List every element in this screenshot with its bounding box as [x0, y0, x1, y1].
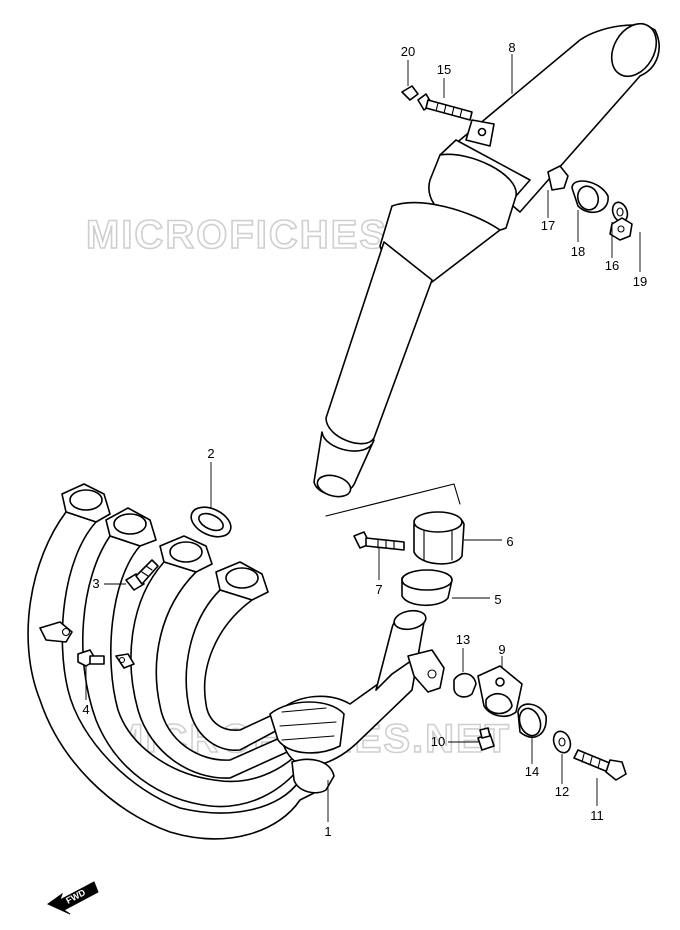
washer-part-12: [552, 730, 572, 754]
clamp-part-6: [413, 511, 465, 565]
exhaust-pipe-assembly: [27, 483, 445, 840]
label-part-11: 11: [590, 808, 604, 823]
label-part-17: 17: [541, 218, 555, 233]
muffler: [313, 22, 660, 517]
label-part-14: 14: [525, 764, 539, 779]
bracket-part-9: [477, 665, 523, 718]
cushion-part-14: [517, 703, 547, 738]
label-part-18: 18: [571, 244, 585, 259]
label-part-10: 10: [431, 734, 445, 749]
bolt-part-7: [353, 531, 405, 551]
label-part-1: 1: [324, 824, 331, 839]
label-part-3: 3: [92, 576, 99, 591]
rear-mount-hardware: [547, 165, 633, 241]
label-part-4: 4: [82, 702, 89, 717]
bolt-part-10: [477, 727, 495, 751]
label-part-19: 19: [633, 274, 647, 289]
gasket-part-2: [190, 506, 232, 538]
label-part-5: 5: [494, 592, 501, 607]
label-part-9: 9: [498, 642, 505, 657]
bolt-part-4: [77, 649, 105, 667]
collar-part-13: [453, 672, 477, 698]
fwd-arrow-icon: FWD: [47, 881, 99, 915]
label-part-16: 16: [605, 258, 619, 273]
bolt-part-11: [573, 749, 627, 781]
cap-part-20: [401, 85, 419, 101]
stud-part-3: [125, 559, 159, 591]
label-part-8: 8: [508, 40, 515, 55]
label-part-2: 2: [207, 446, 214, 461]
label-part-7: 7: [375, 582, 382, 597]
label-part-12: 12: [555, 784, 569, 799]
gasket-part-5: [401, 569, 453, 607]
label-part-13: 13: [456, 632, 470, 647]
label-part-15: 15: [437, 62, 451, 77]
muffler-bolt-part-15: [417, 93, 473, 121]
leader-lines: [85, 54, 641, 822]
label-part-20: 20: [401, 44, 415, 59]
label-part-6: 6: [506, 534, 513, 549]
